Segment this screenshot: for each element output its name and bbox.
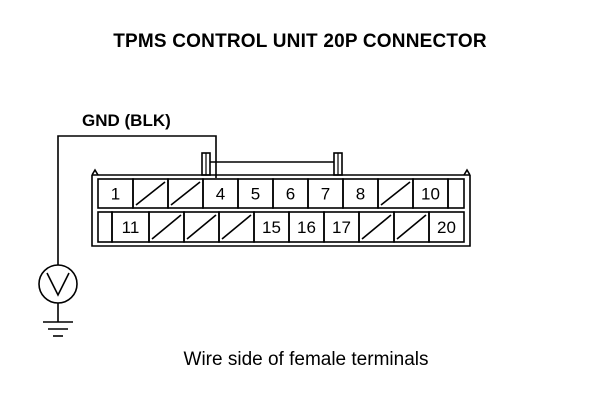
terminal-number: 20 [437, 218, 456, 237]
end-cavity [97, 211, 113, 243]
unused-terminal-mark [186, 214, 217, 240]
unused-terminal-mark [135, 181, 166, 206]
connector-housing [91, 152, 471, 247]
unused-terminal-mark [170, 181, 201, 206]
terminal-number: 8 [356, 185, 365, 204]
terminal-number: 5 [251, 185, 260, 204]
terminal-cavity [428, 211, 465, 243]
unused-terminal-mark [380, 181, 411, 206]
terminal-number: 15 [262, 218, 281, 237]
terminal-number: 16 [297, 218, 316, 237]
end-cavity [447, 178, 465, 209]
terminal-number: 6 [286, 185, 295, 204]
probe-lead [57, 135, 217, 265]
terminal-number: 17 [332, 218, 351, 237]
unused-terminal-mark [396, 214, 427, 240]
caption: Wire side of female terminals [184, 349, 429, 370]
voltmeter-icon [38, 264, 78, 322]
probe-label: GND (BLK) [82, 111, 171, 130]
ground-icon [43, 321, 73, 337]
terminal-number: 4 [216, 185, 225, 204]
unused-terminal-mark [151, 214, 182, 240]
terminal-number: 10 [421, 185, 440, 204]
terminal-number: 1 [111, 185, 120, 204]
unused-terminal-mark [361, 214, 392, 240]
terminal-number: 7 [321, 185, 330, 204]
diagram-title: TPMS CONTROL UNIT 20P CONNECTOR [113, 31, 487, 52]
unused-terminal-mark [221, 214, 252, 240]
terminal-grid: 1 4 5 6 7 8 10 11 15 16 17 20 [97, 178, 465, 243]
terminal-number: 11 [122, 218, 140, 237]
